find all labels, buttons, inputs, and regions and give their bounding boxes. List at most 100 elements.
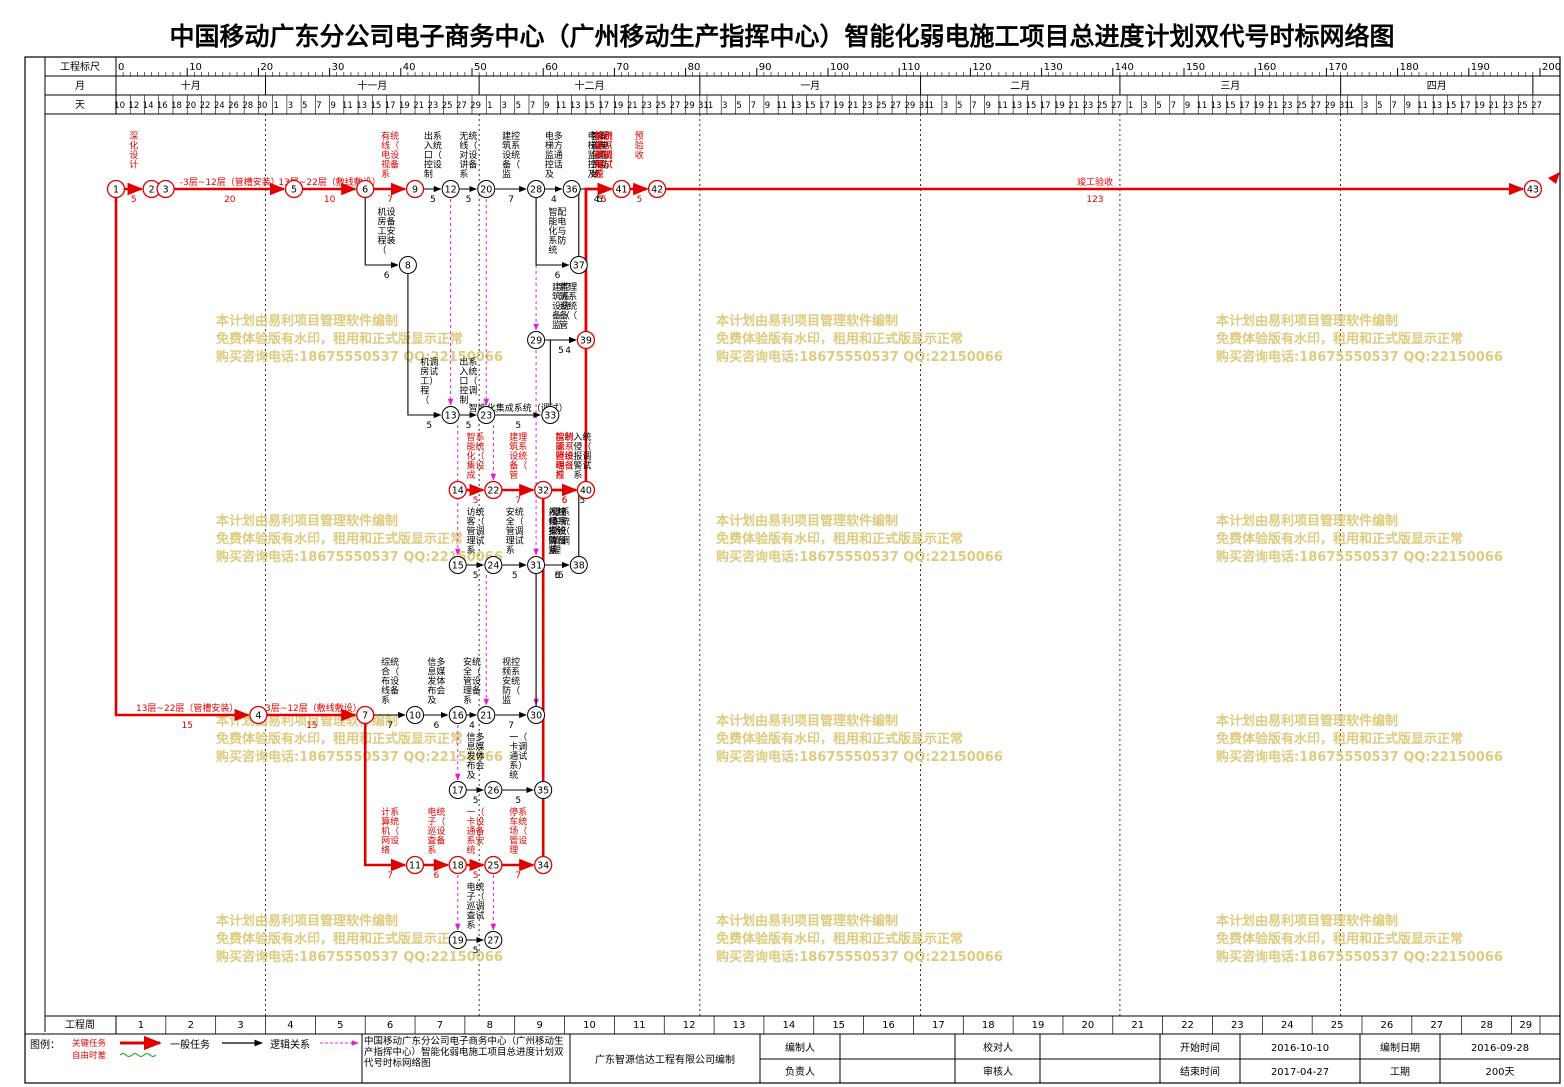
task-label-char: 统 — [476, 881, 485, 893]
event-node-label: 43 — [1527, 185, 1539, 196]
event-node — [477, 706, 496, 724]
task-label-char: 梯 — [545, 140, 554, 152]
task-label-char: 调 — [604, 150, 613, 161]
task-duration: 5 — [473, 871, 479, 881]
task-label-char: 络 — [381, 844, 390, 856]
event-node-label: 33 — [544, 411, 556, 422]
task-label-char: 源 — [595, 141, 604, 152]
task-label-char: 系 — [506, 545, 515, 556]
week-label: 19 — [1032, 1020, 1045, 1031]
day-label: 21 — [1068, 101, 1079, 111]
scale-tick-label: 10 — [189, 62, 202, 73]
task-duration: 6 — [434, 721, 440, 731]
task-label-char: 系 — [511, 667, 520, 678]
event-node — [576, 330, 596, 350]
task-label-char: 收 — [635, 149, 644, 161]
day-label: 13 — [1431, 101, 1442, 111]
task-label-char: （ — [390, 141, 399, 152]
day-label: 17 — [1239, 101, 1250, 111]
task-label-char: 管 — [552, 535, 561, 547]
event-node-label: 21 — [480, 711, 492, 722]
day-label: 7 — [1171, 101, 1176, 111]
week-label: 22 — [1181, 1020, 1194, 1031]
day-label: 5 — [957, 101, 962, 111]
task-label-char: 统 — [509, 769, 518, 781]
watermark-line-3: 购买咨询电话:18675550537 QQ:22150066 — [716, 549, 1003, 565]
task-label-char: 通 — [554, 150, 563, 161]
task-label-char: ） — [429, 376, 438, 387]
event-node-label: 30 — [530, 711, 542, 722]
task-duration: 5 — [512, 571, 518, 581]
task-label-char: （ — [476, 451, 485, 462]
task-label: 13层~22层（管槽安装） — [136, 702, 238, 714]
task-label-char: 设 — [468, 150, 477, 161]
task-label-char: 理 — [509, 845, 518, 856]
task-label-char: 预 — [635, 131, 644, 142]
task-label-char: （ — [436, 817, 445, 828]
task-duration: 7 — [515, 496, 521, 506]
task-label-char: 管 — [506, 525, 515, 537]
task-label-char: （ — [518, 826, 527, 837]
task-label-char: 统 — [548, 244, 557, 256]
task-duration: 5 — [515, 421, 521, 431]
event-node — [448, 556, 467, 574]
task-label-char: 统 — [433, 140, 442, 152]
event-node — [477, 406, 496, 424]
week-label: 25 — [1331, 1020, 1344, 1031]
day-label: 27 — [670, 101, 681, 111]
day-label: 9 — [330, 101, 335, 111]
day-label: 17 — [385, 101, 396, 111]
event-node-label: 17 — [452, 786, 464, 797]
scale-tick-label: 40 — [403, 62, 416, 73]
day-label: 24 — [214, 101, 225, 111]
task-label-char: 机 — [381, 825, 390, 837]
event-node-label: 26 — [487, 786, 499, 797]
task-label-char: 安 — [548, 525, 557, 537]
day-label: 21 — [627, 101, 638, 111]
task-label-char: 防 — [502, 685, 511, 697]
event-node — [448, 480, 467, 500]
day-label: 14 — [143, 101, 154, 111]
task-duration: 7 — [387, 195, 393, 205]
event-node — [484, 931, 503, 949]
task-label-char: 试 — [429, 366, 438, 378]
outer-frame — [24, 56, 1561, 1084]
task-label-char: 监 — [502, 694, 511, 706]
task-arrow — [407, 274, 442, 419]
task-label-char: 子 — [427, 817, 436, 828]
event-node — [448, 781, 467, 799]
task-label-char: 多 — [597, 130, 606, 142]
week-label: 16 — [882, 1020, 895, 1031]
task-label: -3层~12层（管槽安装） — [180, 176, 280, 188]
event-node — [569, 256, 588, 274]
task-label-char: （ — [561, 311, 570, 322]
task-label-char: 能 — [556, 441, 565, 453]
task-duration: 7 — [387, 721, 393, 731]
event-node — [484, 781, 503, 799]
task-label-char: 试 — [515, 535, 524, 547]
task-label-char: 系 — [467, 545, 476, 556]
event-node-label: 18 — [452, 861, 464, 872]
day-label: 9 — [765, 101, 770, 111]
task-label-char: 控 — [556, 469, 565, 481]
task-duration: 5 — [473, 796, 479, 806]
task-label-char: 统 — [518, 816, 527, 828]
task-label-char: 系 — [595, 169, 604, 180]
task-duration: 5 — [601, 195, 607, 205]
day-label: 23 — [427, 101, 438, 111]
task-label-char: 频 — [502, 666, 511, 678]
week-label: 13 — [733, 1020, 746, 1031]
task-label-char: 调 — [561, 536, 570, 547]
task-label-char: 智 — [591, 130, 600, 142]
task-label-char: 设 — [436, 826, 445, 837]
row-label-day: 天 — [75, 100, 85, 111]
task-label-char: 化 — [548, 225, 557, 237]
task-duration: 5 — [597, 195, 603, 205]
task-label-char: 场 — [509, 826, 518, 837]
event-node-label: 11 — [409, 861, 421, 872]
task-label-char: 制 — [424, 168, 433, 180]
task-label-char: 电 — [588, 130, 597, 142]
day-label: 25 — [1296, 101, 1307, 111]
task-arrow — [549, 336, 577, 406]
day-label: 15 — [1026, 101, 1037, 111]
